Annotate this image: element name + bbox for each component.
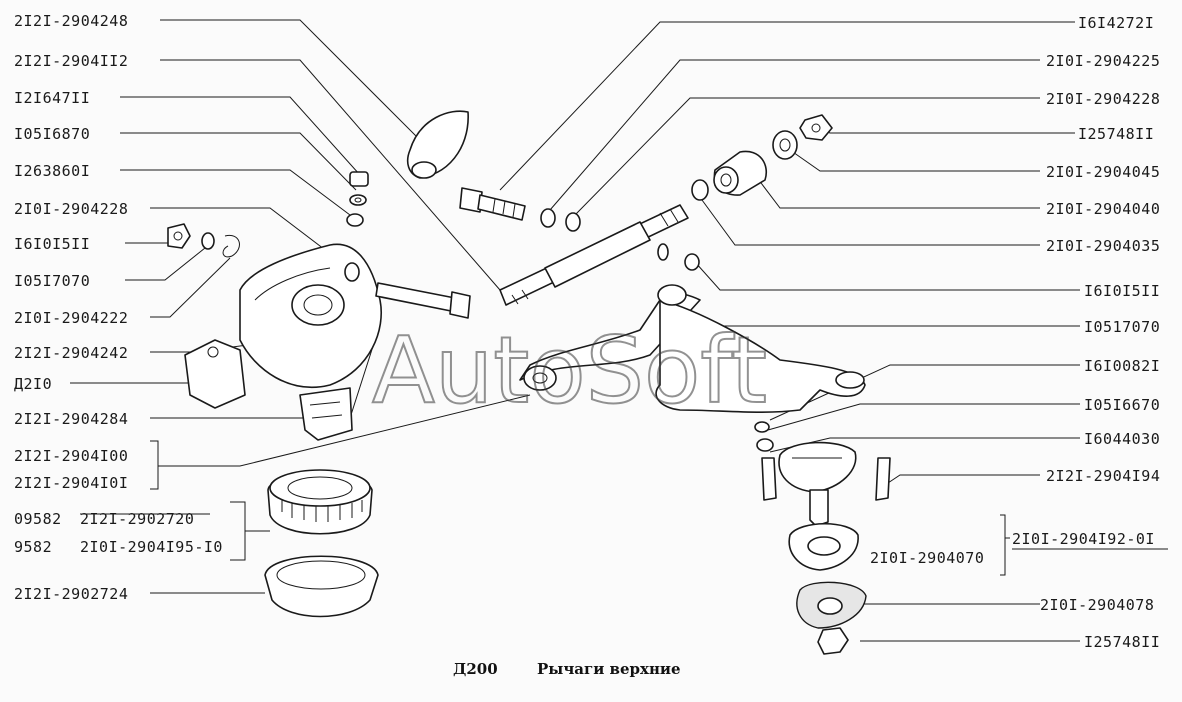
nut-washer-stack [346,171,369,227]
axle-shaft [499,204,689,306]
label-right-16: I25748II [1084,633,1160,651]
label-left-5: I263860I [14,162,90,180]
label-left-7: I6I0I5II [14,235,90,253]
label-right-3: 2I0I-2904228 [1046,90,1160,108]
label-left-15a: 09582 [14,510,62,528]
label-right-5: 2I0I-2904045 [1046,163,1160,181]
label-right-8: I6I0I5II [1084,282,1160,300]
label-right-1: I6I4272I [1078,14,1154,32]
leader-lines-left [70,19,531,594]
label-left-12: 2I2I-2904284 [14,410,128,428]
label-right-9: I0517070 [1084,318,1160,336]
rubber-cap-part [406,110,469,179]
upper-control-arm [519,284,866,414]
label-left-16a: 9582 [14,538,52,556]
label-right-7: 2I0I-2904035 [1046,237,1160,255]
label-right-14: 2I0I-2904I92-0I [1012,530,1155,548]
label-right-15: 2I0I-2904078 [1040,596,1154,614]
label-left-17: 2I2I-2902724 [14,585,128,603]
upper-arm-bracket [184,243,382,441]
label-left-9: 2I0I-2904222 [14,309,128,327]
label-left-2: 2I2I-2904II2 [14,52,128,70]
label-right-4: I25748II [1078,125,1154,143]
spring-seat-insulator [267,469,373,535]
label-right-10: I6I0082I [1084,357,1160,375]
label-left-8: I05I7070 [14,272,90,290]
labels-right: I6I4272I 2I0I-2904225 2I0I-2904228 I2574… [1012,14,1168,651]
label-left-13: 2I2I-2904I00 [14,447,128,465]
label-left-11: Д2I0 [14,375,52,393]
label-center: 2I0I-2904070 [870,549,984,567]
left-small-parts [167,223,240,258]
ball-joint-assembly [754,421,891,655]
label-left-10: 2I2I-2904242 [14,344,128,362]
label-right-12: I6044030 [1084,430,1160,448]
spring-seat-cup [264,555,379,618]
long-bolt-left [375,282,471,319]
label-right-2: 2I0I-2904225 [1046,52,1160,70]
label-left-6: 2I0I-2904228 [14,200,128,218]
label-left-14: 2I2I-2904I0I [14,474,128,492]
label-left-4: I05I6870 [14,125,90,143]
label-left-3: I2I647II [14,89,90,107]
bushing-and-nut [713,114,833,196]
mid-washers [540,179,709,271]
labels-left: 2I2I-2904248 2I2I-2904II2 I2I647II I05I6… [14,12,223,603]
label-right-6: 2I0I-2904040 [1046,200,1160,218]
upper-bolt [459,187,526,221]
watermark-text: AutoSoft [372,317,767,424]
caption-code: Д200 [453,660,498,678]
caption-title: Рычаги верхние [537,660,681,678]
label-right-11: I05I6670 [1084,396,1160,414]
label-left-1: 2I2I-2904248 [14,12,128,30]
label-right-13: 2I2I-2904I94 [1046,467,1160,485]
label-left-16b: 2I0I-2904I95-I0 [80,538,223,556]
label-left-15b: 2I2I-2902720 [80,510,194,528]
